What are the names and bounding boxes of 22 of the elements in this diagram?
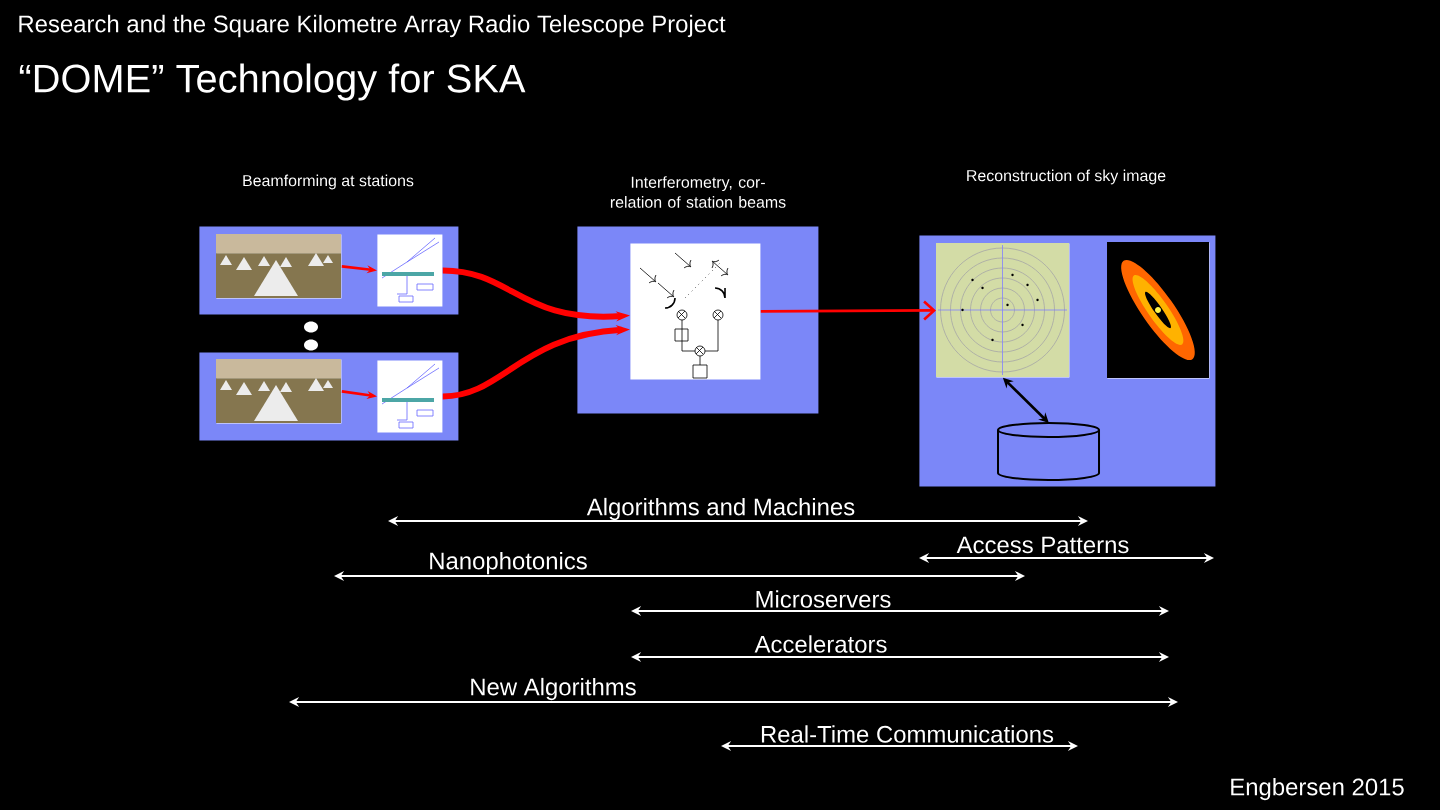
- galaxy-image: [1107, 242, 1210, 379]
- range-label: New Algorithms: [471, 677, 636, 701]
- antenna-diagram: [377, 360, 443, 433]
- field-photo: [216, 359, 342, 424]
- section-heading: Beamforming at stations: [243, 174, 414, 190]
- range-label: Algorithms and Machines: [586, 497, 855, 521]
- sky-map-image: [936, 243, 1070, 378]
- range-label: Access Patterns: [956, 536, 1129, 554]
- range-label: Real-Time Communications: [761, 725, 1054, 743]
- range-label: Nanophotonics: [430, 551, 587, 575]
- database-cylinder: [997, 422, 1100, 481]
- field-photo: [216, 234, 342, 299]
- header-text: Research and the Square Kilometre Array Radio Telescope Project: [19, 14, 726, 38]
- correlation-diagram: [630, 243, 761, 380]
- slide-title: “DOME” Technology for SKA: [19, 63, 526, 101]
- section-heading: Interferometry, cor- relation of station beams: [610, 176, 786, 208]
- range-label: Accelerators: [754, 635, 887, 653]
- antenna-diagram: [377, 234, 443, 307]
- author-note: Engbersen 2015: [1231, 777, 1404, 801]
- arrow: [760, 300, 936, 321]
- section-heading: Reconstruction of sky image: [967, 169, 1166, 185]
- range-label: Microservers: [756, 590, 891, 608]
